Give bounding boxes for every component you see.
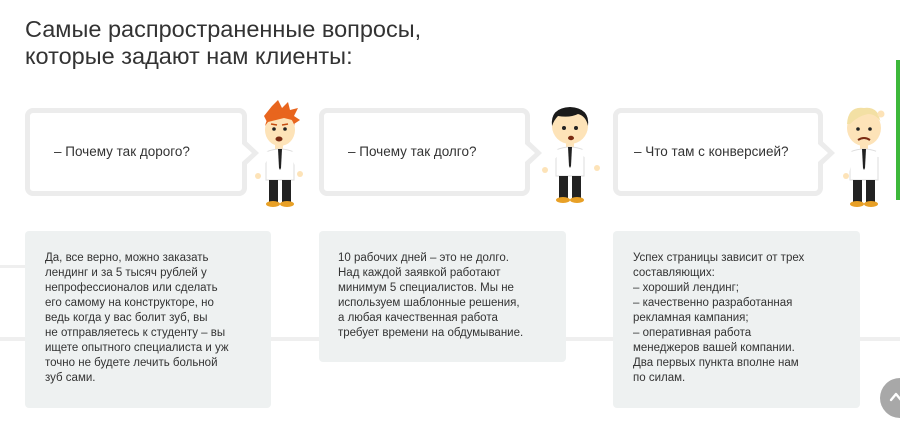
- question-bubble-3: – Что там с конверсией?: [613, 108, 835, 196]
- answer-line: Над каждой заявкой работают: [338, 267, 501, 279]
- answer-line: непрофессионалов или сделать: [45, 282, 218, 294]
- answer-line: точно не будете лечить больной: [45, 357, 218, 369]
- answer-line: составляющих:: [633, 267, 715, 279]
- section-title: Самые распространенные вопросы, которые …: [25, 16, 421, 70]
- answer-line: его самому на конструкторе, но: [45, 297, 214, 309]
- answer-line: 10 рабочих дней – это не долго.: [338, 252, 509, 264]
- dark-haired-man-icon: [542, 107, 600, 203]
- answer-line: ведь когда у вас болит зуб, вы: [45, 312, 208, 324]
- timeline-stub: [0, 265, 25, 268]
- question-bubble-2: – Почему так долго?: [319, 108, 542, 196]
- answer-line: рекламная кампания;: [633, 312, 749, 324]
- answer-line: менеджеров вашей компании.: [633, 342, 795, 354]
- answer-line: – хороший лендинг;: [633, 282, 739, 294]
- answer-line: – качественно разработанная: [633, 297, 793, 309]
- answer-line: минимум 5 специалистов. Мы не: [338, 282, 514, 294]
- answer-line: лендинг и за 5 тысяч рублей у: [45, 267, 207, 279]
- answer-line: а любая качественная работа: [338, 312, 498, 324]
- answer-card-1: Да, все верно, можно заказать лендинг и …: [25, 231, 271, 408]
- answer-card-3: Успех страницы зависит от трех составляю…: [613, 231, 860, 408]
- section-title-line-2: которые задают нам клиенты:: [25, 43, 353, 69]
- question-bubble-1: – Почему так дорого?: [25, 108, 259, 196]
- answer-line: ищете опытного специалиста и уж: [45, 342, 229, 354]
- answer-line: – оперативная работа: [633, 327, 752, 339]
- answer-line: требует времени на обдумывание.: [338, 327, 524, 339]
- question-text: – Почему так долго?: [348, 144, 477, 159]
- section-title-line-1: Самые распространенные вопросы,: [25, 16, 422, 42]
- answer-line: Два первых пункта вполне нам: [633, 357, 799, 369]
- answer-line: используем шаблонные решения,: [338, 297, 520, 309]
- answer-line: по силам.: [633, 372, 686, 384]
- chevron-up-icon: [889, 392, 900, 402]
- answer-line: Успех страницы зависит от трех: [633, 252, 805, 264]
- answer-card-2: 10 рабочих дней – это не долго. Над кажд…: [319, 231, 566, 362]
- answer-line: Да, все верно, можно заказать: [45, 252, 209, 264]
- accent-bar: [896, 60, 900, 200]
- answer-line: зуб сами.: [45, 372, 96, 384]
- question-text: – Почему так дорого?: [54, 144, 190, 159]
- redhead-man-icon: [255, 100, 303, 207]
- answer-line: не отправляетесь к студенту – вы: [45, 327, 226, 339]
- blond-man-scratching-head-icon: [843, 107, 892, 207]
- scroll-to-top-button[interactable]: [880, 378, 900, 418]
- question-text: – Что там с конверсией?: [634, 144, 789, 159]
